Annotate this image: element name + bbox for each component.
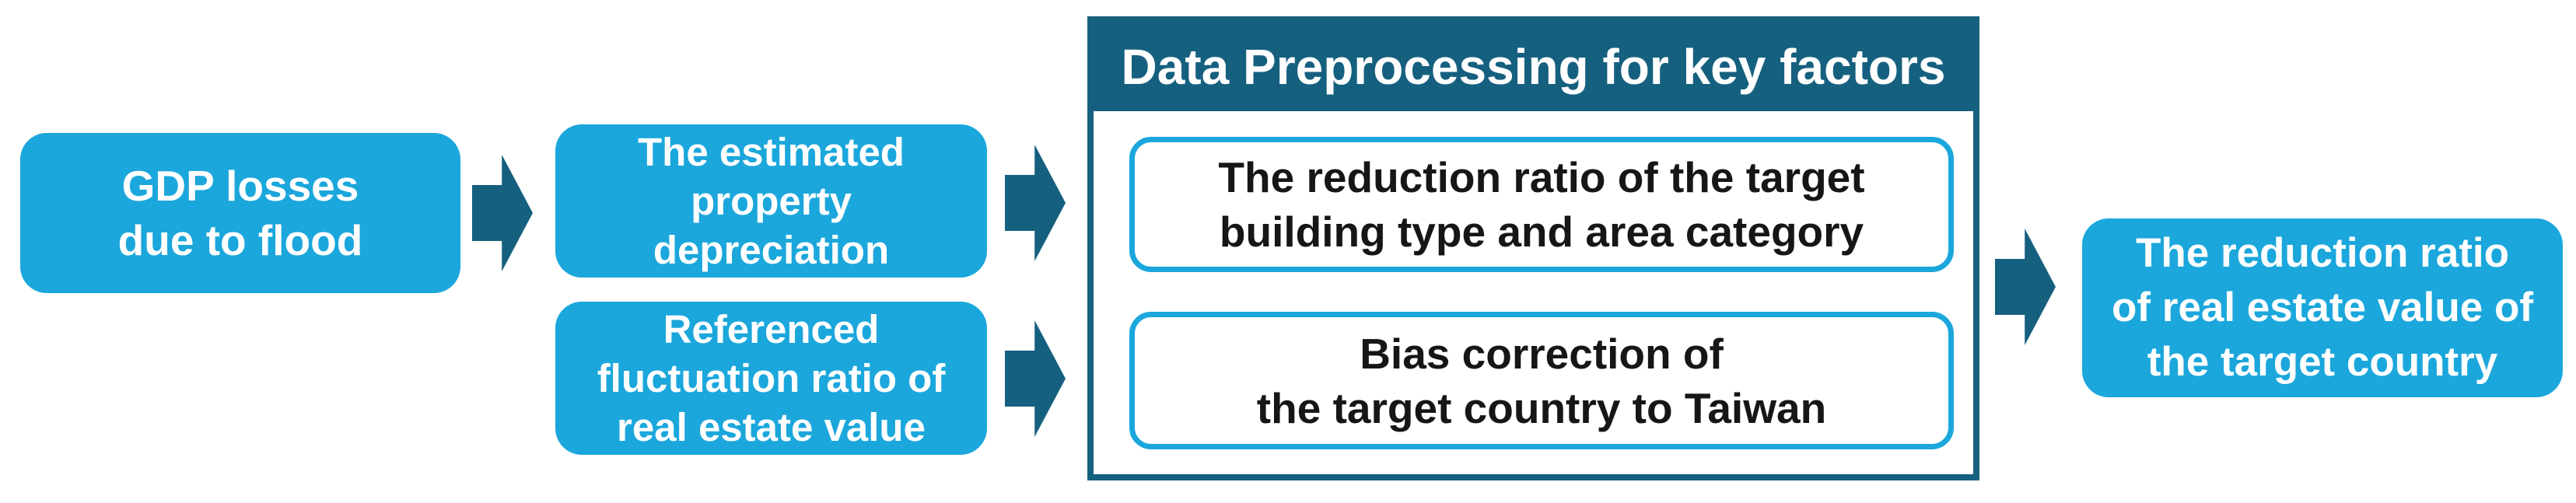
node-reduction-ratio-building: The reduction ratio of the target buildi…	[1129, 137, 1954, 272]
node-label-line: real estate value	[617, 405, 926, 449]
node-label-line: depreciation	[653, 228, 890, 272]
node-gdp-losses: GDP losses due to flood	[20, 133, 460, 293]
node-label-line: GDP losses	[121, 162, 359, 210]
node-label-line: building type and area category	[1219, 208, 1864, 256]
node-estimated-property-depreciation: The estimated property depreciation	[555, 124, 987, 278]
node-label-line: fluctuation ratio of	[597, 356, 946, 400]
flow-arrow-icon	[1995, 229, 2056, 345]
group-data-preprocessing: Data Preprocessing for key factors The r…	[1087, 16, 1979, 480]
flow-arrow-icon	[472, 155, 533, 271]
node-label-line: property	[691, 179, 852, 223]
node-label-line: the target country	[2147, 339, 2498, 385]
node-label-line: the target country to Taiwan	[1256, 383, 1827, 432]
flow-arrow-icon	[1005, 145, 1066, 261]
flow-arrow-icon	[1005, 320, 1066, 437]
group-title: Data Preprocessing for key factors	[1121, 39, 1946, 95]
node-label-line: Referenced	[663, 307, 880, 351]
node-label-line: due to flood	[117, 216, 363, 264]
node-label-line: Bias correction of	[1360, 329, 1724, 378]
group-title-bar: Data Preprocessing for key factors	[1094, 23, 1973, 111]
node-label-line: of real estate value of	[2112, 285, 2533, 330]
node-reduction-ratio-country: The reduction ratio of real estate value…	[2082, 218, 2563, 397]
node-label-line: The estimated	[638, 130, 905, 174]
node-referenced-fluctuation-ratio: Referenced fluctuation ratio of real est…	[555, 302, 987, 455]
node-label-line: The reduction ratio	[2136, 230, 2509, 276]
node-label-line: The reduction ratio of the target	[1218, 153, 1865, 201]
node-bias-correction: Bias correction of the target country to…	[1129, 312, 1954, 449]
